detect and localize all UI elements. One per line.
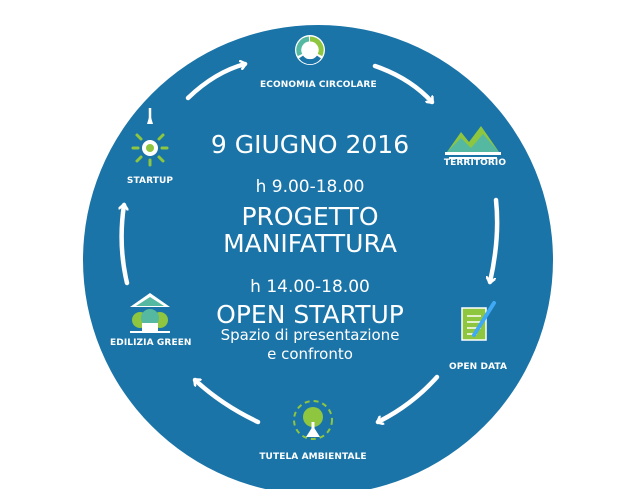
circular-economy-icon	[295, 35, 325, 65]
arrow-edilizia-to-startup	[122, 202, 127, 286]
tree-radar-icon	[293, 400, 333, 440]
arrow-opendata-to-tutela	[375, 374, 440, 422]
node-label-startup: STARTUP	[126, 176, 174, 186]
arrow-startup-to-economia	[185, 64, 248, 101]
morning-time: h 9.00-18.00	[255, 177, 365, 197]
subtitle-line1: Spazio di presentazione	[220, 326, 400, 344]
document-pen-icon	[461, 301, 496, 341]
event-title-line1: PROGETTO	[241, 202, 379, 231]
main-circle	[83, 25, 553, 489]
mountains-icon	[445, 126, 501, 159]
event-title-line2: MANIFATTURA	[223, 229, 397, 258]
rocket-icon	[131, 108, 169, 167]
afternoon-time: h 14.00-18.00	[250, 277, 370, 297]
open-startup-title: OPEN STARTUP	[216, 300, 404, 329]
arrow-economia-to-territorio	[372, 63, 435, 105]
node-label-edilizia-green: EDILIZIA GREEN	[110, 338, 192, 348]
node-label-economia-circolare: ECONOMIA CIRCOLARE	[260, 80, 377, 90]
node-label-open-data: OPEN DATA	[448, 362, 508, 372]
arrow-tutela-to-edilizia	[192, 377, 261, 425]
arrow-territorio-to-opendata	[490, 197, 500, 285]
green-building-icon	[130, 293, 170, 333]
event-date: 9 GIUGNO 2016	[210, 130, 410, 159]
subtitle-line2: e confronto	[267, 345, 353, 363]
node-label-tutela-ambientale: TUTELA AMBIENTALE	[259, 452, 367, 462]
node-label-territorio: TERRITORIO	[443, 158, 507, 168]
